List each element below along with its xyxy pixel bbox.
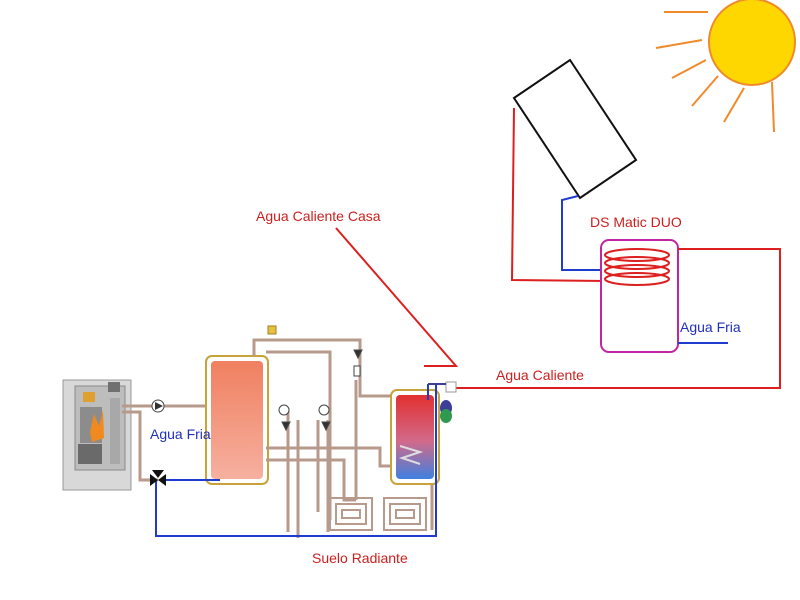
agua-fria-left-label: Agua Fria (150, 426, 211, 442)
three-way-valve-icon (150, 470, 166, 486)
expansion-vessel-icon (440, 381, 457, 423)
coil-icon (604, 248, 670, 286)
valve-icon (278, 349, 363, 432)
agua-caliente-casa-label: Agua Caliente Casa (256, 208, 381, 224)
agua-caliente-label: Agua Caliente (496, 367, 584, 383)
hot-water-pipe-right (456, 248, 781, 389)
vent-icon (267, 325, 277, 335)
pump-icon (151, 399, 165, 413)
boiler-to-buffer-pipes (122, 404, 210, 482)
ds-matic-duo-label: DS Matic DUO (590, 214, 682, 230)
ds-matic-duo-tank (600, 239, 679, 353)
underfloor-coil-icon (329, 497, 427, 531)
buffer-tank-icon (205, 355, 269, 485)
agua-fria-right-label: Agua Fria (680, 319, 741, 335)
solar-loop-pipes (510, 107, 607, 282)
water-heater-icon (390, 389, 440, 485)
sun-icon (655, 0, 796, 133)
boiler-stove-icon (62, 379, 132, 491)
suelo-radiante-label: Suelo Radiante (312, 550, 408, 566)
hot-water-house-leader (335, 227, 459, 367)
solar-panel-icon (512, 58, 638, 200)
cold-water-pipe-left (155, 384, 437, 537)
